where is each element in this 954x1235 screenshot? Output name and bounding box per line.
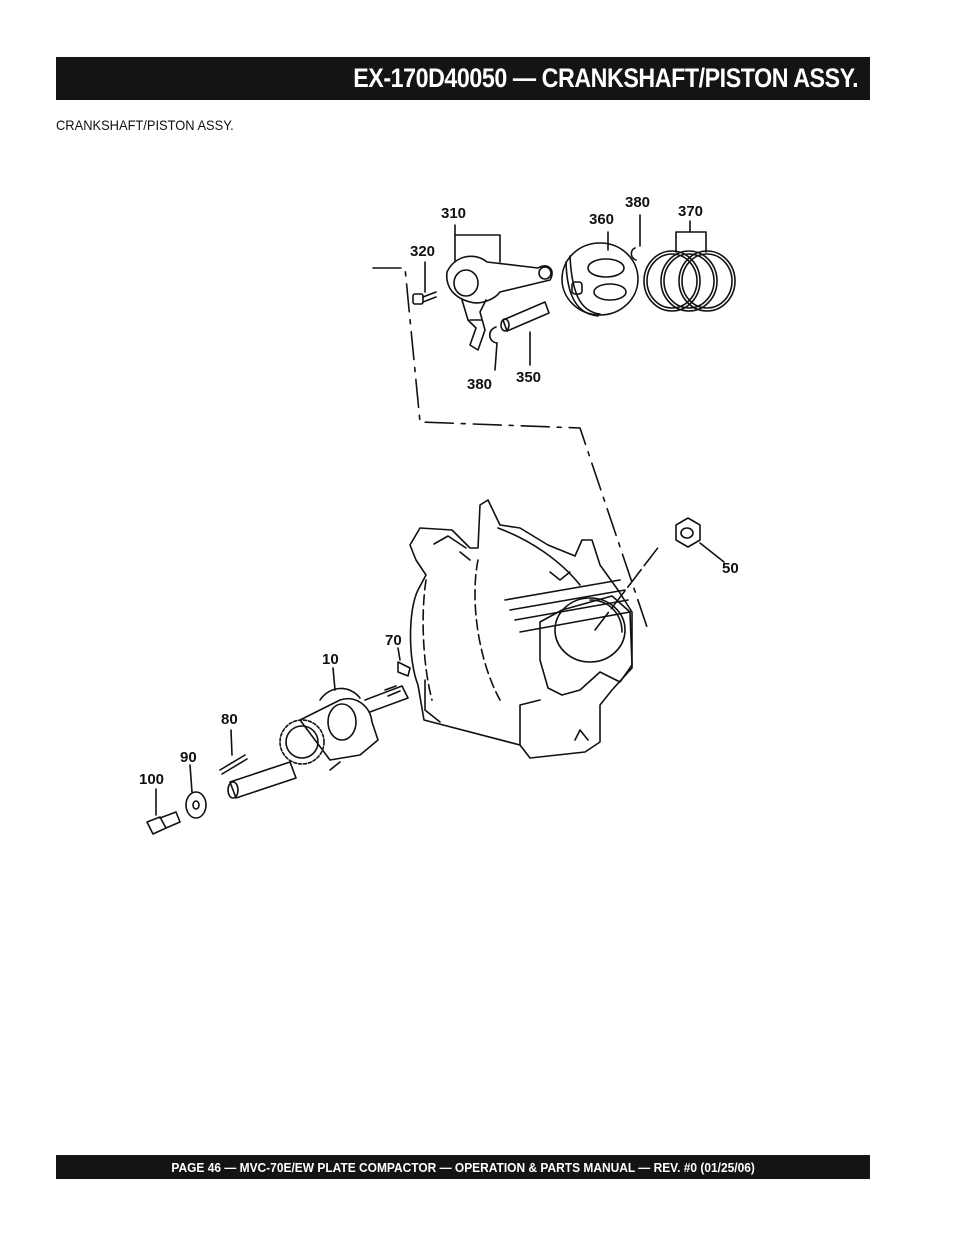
circlip-bottom: [488, 326, 498, 344]
crankcase-block: [409, 499, 633, 759]
connecting-rod: [445, 255, 553, 351]
callout-70: 70: [385, 632, 402, 649]
callout-10: 10: [322, 651, 339, 668]
flange-bolt: [146, 811, 181, 835]
washer: [185, 791, 207, 819]
callout-380-top: 380: [625, 194, 650, 211]
callout-370: 370: [678, 203, 703, 220]
piston-rings: [643, 250, 736, 312]
callout-80: 80: [221, 711, 238, 728]
footer-text: PAGE 46 — MVC-70E/EW PLATE COMPACTOR — O…: [171, 1159, 755, 1175]
crankshaft: [227, 685, 409, 799]
callout-100: 100: [139, 771, 164, 788]
callout-50: 50: [722, 560, 739, 577]
nut-50: [675, 517, 701, 548]
callout-360: 360: [589, 211, 614, 228]
callout-350: 350: [516, 369, 541, 386]
page-title-bar: EX-170D40050 — CRANKSHAFT/PISTON ASSY.: [56, 57, 870, 100]
section-subtitle: CRANKSHAFT/PISTON ASSY.: [56, 117, 234, 133]
woodruff-key: [397, 661, 411, 677]
callout-90: 90: [180, 749, 197, 766]
callout-320: 320: [410, 243, 435, 260]
rod-bolt: [412, 291, 437, 305]
piston-pin: [500, 301, 550, 332]
callout-380-bottom: 380: [467, 376, 492, 393]
piston: [561, 242, 639, 317]
callout-310: 310: [441, 205, 466, 222]
pin-80: [219, 754, 248, 775]
page-footer: PAGE 46 — MVC-70E/EW PLATE COMPACTOR — O…: [56, 1155, 870, 1179]
circlip-top: [630, 247, 637, 261]
page-title: EX-170D40050 — CRANKSHAFT/PISTON ASSY.: [353, 63, 858, 93]
